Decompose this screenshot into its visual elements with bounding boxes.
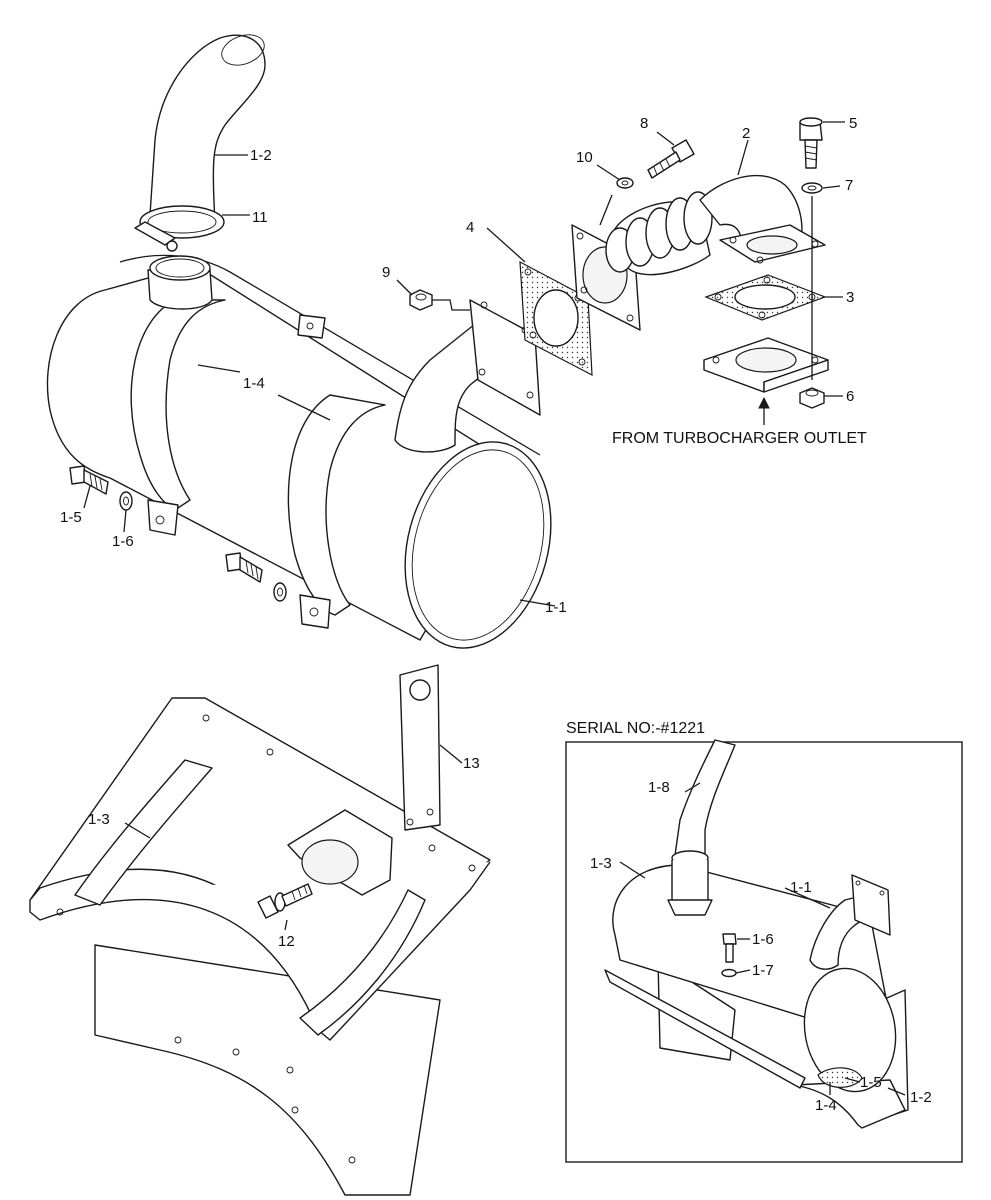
inset-callout-1-5: 1-5: [860, 1074, 882, 1091]
callout-13: 13: [463, 755, 480, 772]
exhaust-elbow: [699, 174, 826, 264]
callout-7: 7: [845, 177, 853, 194]
callout-1-5: 1-5: [60, 509, 82, 526]
callout-10: 10: [576, 149, 593, 166]
flange-washer: [616, 177, 634, 189]
callout-1-4: 1-4: [243, 375, 265, 392]
tail-pipe: [149, 34, 266, 226]
turbo-outlet-flange: [703, 337, 829, 393]
callout-1-6: 1-6: [112, 533, 134, 550]
callout-4: 4: [466, 219, 474, 236]
inset-callout-1-1: 1-1: [790, 879, 812, 896]
callout-3: 3: [846, 289, 854, 306]
flange-nut: [409, 289, 433, 311]
inset-callout-1-8: 1-8: [648, 779, 670, 796]
inset-callout-1-7: 1-7: [752, 962, 774, 979]
callout-labels: 1-2 11 1-4 1-5 1-6 1-1 4 9 10 8 2 5 7 3 …: [60, 115, 932, 1114]
callout-11: 11: [252, 209, 268, 226]
gasket-inlet: [519, 260, 593, 377]
callout-6: 6: [846, 388, 854, 405]
mounting-bolt: [69, 465, 109, 495]
serial-inset: [565, 739, 963, 1163]
muffler-body: [46, 254, 552, 649]
inset-callout-1-6: 1-6: [752, 931, 774, 948]
bracket-bolt: [257, 883, 313, 919]
callout-9: 9: [382, 264, 390, 281]
gasket-turbo: [704, 274, 827, 321]
callout-1-3: 1-3: [88, 811, 110, 828]
serial-inset-title: SERIAL NO:-#1221: [566, 720, 705, 737]
callout-8: 8: [640, 115, 648, 132]
elbow-nut: [799, 387, 825, 409]
washer: [119, 491, 133, 511]
callout-12: 12: [278, 933, 295, 950]
muffler-bracket: [29, 697, 491, 1196]
flexible-bellows: [605, 191, 713, 276]
elbow-bolt: [799, 117, 823, 169]
flange-bolt: [647, 139, 695, 179]
turbocharger-note: FROM TURBOCHARGER OUTLET: [612, 430, 867, 447]
hose-clamp: [134, 205, 225, 252]
inset-callout-1-3: 1-3: [590, 855, 612, 872]
washer-lower: [273, 582, 287, 602]
callout-2: 2: [742, 125, 750, 142]
elbow-washer: [801, 182, 823, 194]
support-strap: [399, 664, 441, 831]
mounting-bolt-lower: [225, 552, 263, 583]
inset-callout-1-4: 1-4: [815, 1097, 837, 1114]
inset-callout-1-2: 1-2: [910, 1089, 932, 1106]
callout-1-2: 1-2: [250, 147, 272, 164]
leader-lines: [83, 121, 906, 1096]
callout-5: 5: [849, 115, 857, 132]
callout-1-1: 1-1: [545, 599, 567, 616]
